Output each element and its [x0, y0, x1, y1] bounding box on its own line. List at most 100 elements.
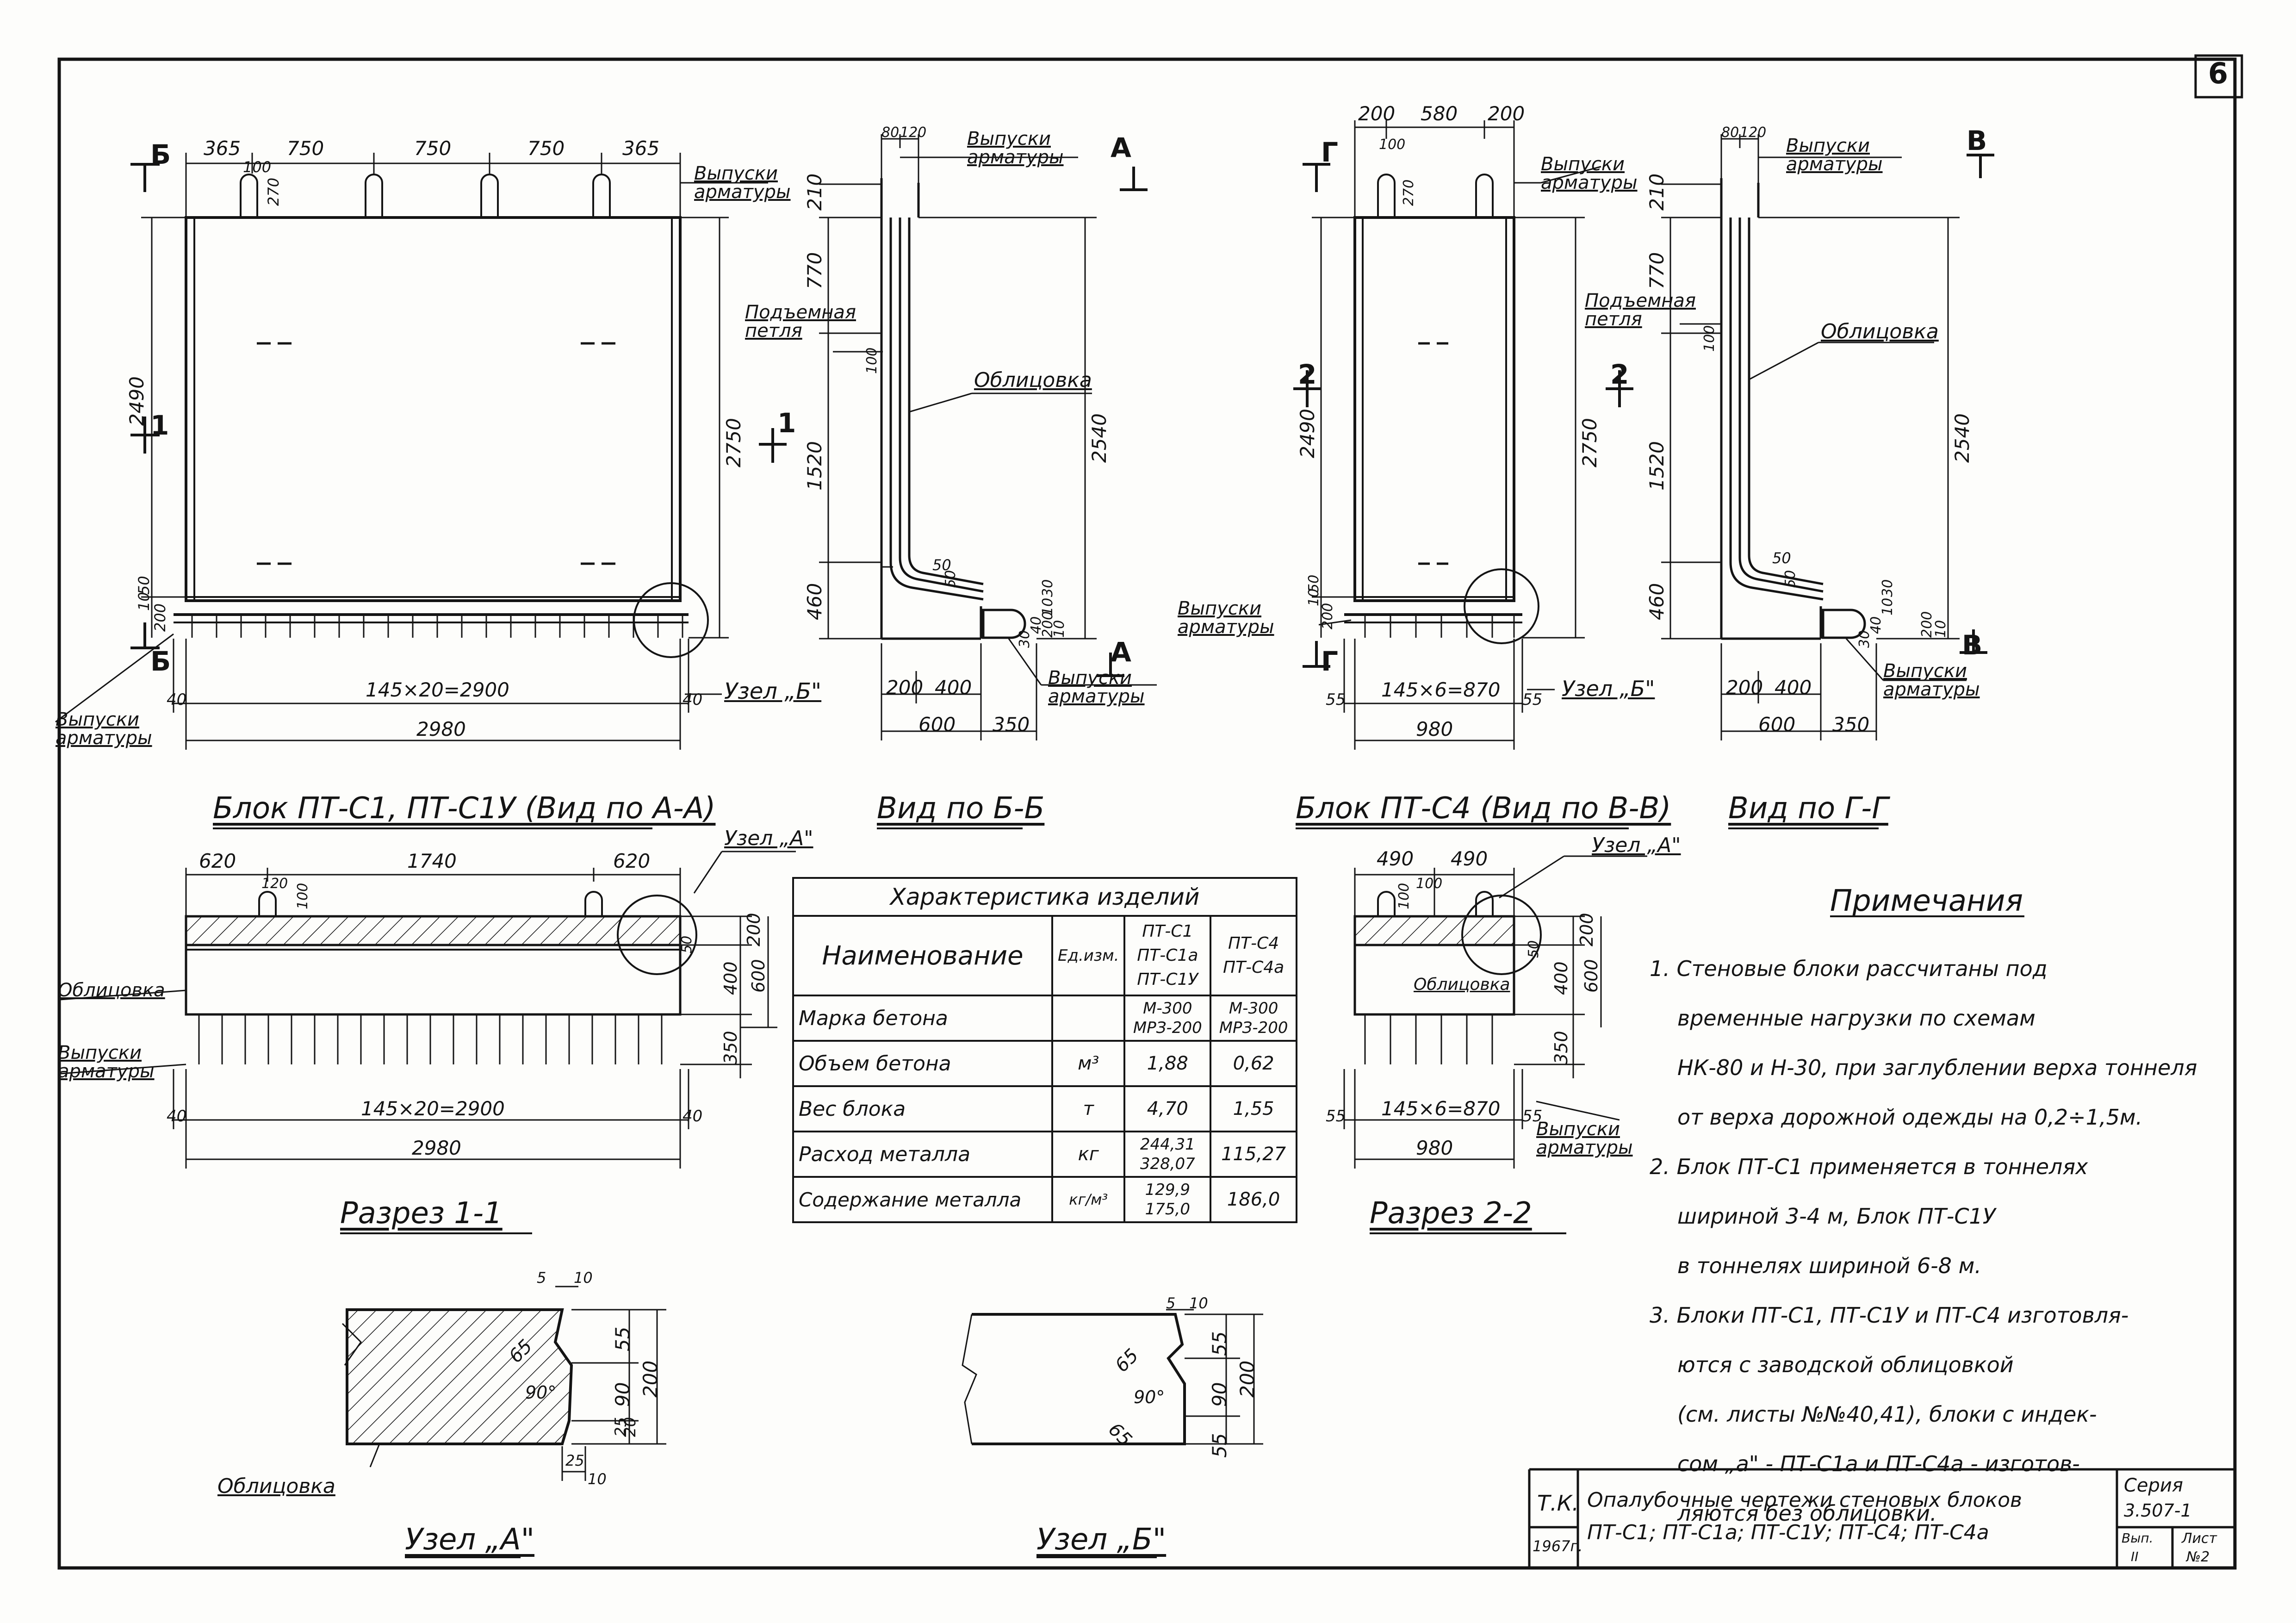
angle-90: 90° — [525, 1382, 557, 1403]
dim-200-b: 200 — [1726, 676, 1763, 699]
dim-120: 120 — [1740, 124, 1767, 141]
dim-770: 770 — [803, 252, 826, 289]
dim-loop-270: 270 — [1401, 179, 1417, 206]
dim-490-l: 490 — [1377, 847, 1414, 870]
spec-col-a-3: ПТ-С1У — [1137, 970, 1198, 989]
dim-30-top: 30 — [1880, 579, 1896, 597]
label-cladding-node-a: Облицовка — [217, 1474, 335, 1498]
dim-210: 210 — [1645, 173, 1668, 211]
spec-val: МРЗ-200 — [1133, 1019, 1202, 1037]
dim-10-top: 10 — [1880, 597, 1896, 616]
spec-table: Характеристика изделий Наименование Ед.и… — [792, 877, 1297, 1223]
dim-1520: 1520 — [1645, 441, 1668, 491]
dim-200: 200 — [1320, 603, 1336, 629]
label-rebar-11: Выпуски арматуры — [58, 1042, 155, 1082]
spec-val: 244,31 — [1140, 1135, 1195, 1154]
dim-200-b: 200 — [886, 676, 924, 699]
spec-col-a-2: ПТ-С1а — [1137, 946, 1198, 965]
spec-val: 1,55 — [1210, 1085, 1297, 1132]
dim-350-b: 350 — [993, 713, 1030, 736]
dim-10: 10 — [1189, 1294, 1208, 1312]
dim-365-left: 365 — [204, 137, 241, 160]
dim-loop-270: 270 — [265, 177, 282, 206]
dim-1520: 1520 — [803, 441, 826, 491]
dim-30-top: 30 — [1040, 579, 1056, 597]
dim-5: 5 — [537, 1269, 546, 1287]
spec-row-name: Марка бетона — [792, 995, 1053, 1042]
dim-200: 200 — [639, 1360, 662, 1398]
dim-2980: 2980 — [412, 1137, 461, 1159]
note-line: ются с заводской облицовкой — [1677, 1352, 2014, 1377]
dim-rebar-pitch: 145×6=870 — [1381, 678, 1501, 701]
tb-sheet-label: Лист — [2182, 1530, 2217, 1547]
spec-col-a: ПТ-С1 ПТ-С1а ПТ-С1У — [1123, 915, 1212, 996]
label-cladding-22: Облицовка — [1414, 975, 1510, 994]
spec-col-a-1: ПТ-С1 — [1142, 922, 1193, 941]
dim-50-b: 50 — [1782, 570, 1799, 588]
dim-365-right: 365 — [622, 137, 660, 160]
label-rebar-top-bb: Выпуски арматуры — [967, 128, 1064, 168]
notes-title: Примечания — [1830, 884, 2023, 918]
dim-90: 90 — [611, 1382, 634, 1407]
dim-2540: 2540 — [1088, 413, 1111, 463]
tb-issue-label: Вып. — [2122, 1530, 2153, 1546]
dim-350: 350 — [1551, 1031, 1571, 1064]
dim-rebar-pitch: 145×20=2900 — [361, 1097, 505, 1120]
dim-2750: 2750 — [722, 418, 745, 467]
dim-100-b: 100 — [1396, 883, 1412, 909]
tb-sheet-value: №2 — [2186, 1549, 2210, 1565]
dim-10-h: 10 — [588, 1470, 607, 1488]
spec-val: 4,70 — [1123, 1085, 1212, 1132]
dim-200-r: 200 — [1488, 102, 1525, 125]
dim-40-left: 40 — [167, 690, 187, 709]
dim-400-b: 400 — [935, 676, 972, 699]
dim-400: 400 — [1551, 961, 1571, 995]
caption-block-c1: Блок ПТ-С1, ПТ-С1У (Вид по А-А) — [213, 791, 716, 826]
note-line: 1. Стеновые блоки рассчитаны под — [1650, 956, 2048, 981]
dim-55-left: 55 — [1326, 690, 1346, 709]
dim-2750: 2750 — [1578, 418, 1601, 467]
note-line: временные нагрузки по схемам — [1677, 1006, 2035, 1031]
caption-node-a: Узел „А" — [405, 1523, 535, 1557]
caption-view-g-g: Вид по Г-Г — [1728, 791, 1888, 826]
dim-200: 200 — [151, 603, 169, 632]
dim-350: 350 — [720, 1031, 741, 1064]
dim-55-right: 55 — [1522, 690, 1543, 709]
dim-rebar-pitch: 145×20=2900 — [366, 678, 509, 701]
note-line: ляются без облицовки. — [1677, 1501, 1937, 1526]
dim-10-r: 10 — [1051, 620, 1067, 638]
tb-year: 1967г. — [1533, 1537, 1583, 1555]
spec-val: М-300 — [1229, 999, 1278, 1018]
dim-2540: 2540 — [1951, 413, 1973, 463]
section-mark-v-top: В — [1967, 125, 1987, 156]
tb-issue-value: II — [2131, 1549, 2139, 1564]
spec-row-unit: м³ — [1051, 1040, 1126, 1087]
spec-val: 115,27 — [1210, 1131, 1297, 1178]
dim-350-b: 350 — [1832, 713, 1870, 736]
sheet-number: 6 — [2208, 56, 2228, 90]
section-mark-a-bottom: А — [1111, 636, 1131, 668]
section-mark-g-top: Г — [1321, 137, 1338, 168]
dim-580: 580 — [1421, 102, 1458, 125]
dim-55-right: 55 — [1522, 1107, 1543, 1126]
section-mark-1-left: 1 — [150, 410, 169, 441]
dim-40-left: 40 — [167, 1107, 187, 1126]
dim-400: 400 — [720, 961, 741, 995]
dim-750-a: 750 — [287, 137, 324, 160]
tb-series-label: Серия — [2124, 1475, 2183, 1496]
dim-400-b: 400 — [1775, 676, 1812, 699]
spec-row-name: Вес блока — [792, 1085, 1053, 1132]
dim-50: 50 — [135, 576, 153, 595]
dim-200-l: 200 — [1358, 102, 1396, 125]
dim-loop-100: 100 — [1701, 325, 1718, 352]
spec-val: М-300 — [1143, 999, 1192, 1018]
dim-980: 980 — [1416, 718, 1453, 740]
note-line: (см. листы №№40,41), блоки с индек- — [1677, 1402, 2097, 1427]
node-b-callout-c1: Узел „Б" — [724, 678, 822, 704]
dim-1740: 1740 — [407, 850, 457, 872]
dim-600: 600 — [1581, 959, 1601, 993]
section-mark-a-top: А — [1111, 132, 1131, 163]
spec-val: 175,0 — [1145, 1200, 1190, 1219]
